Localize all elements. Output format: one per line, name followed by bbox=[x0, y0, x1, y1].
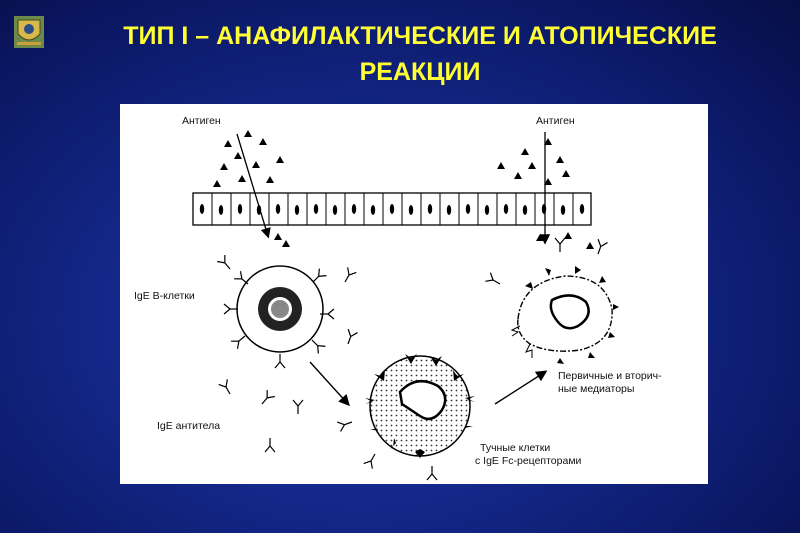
label-mast-cells-line2: с IgE Fc-рецепторами bbox=[475, 455, 582, 467]
slide-title: ТИП I – АНАФИЛАКТИЧЕСКИЕ И АТОПИЧЕСКИЕ Р… bbox=[60, 18, 780, 90]
emblem-logo-icon bbox=[14, 16, 44, 48]
antigen-particles-left bbox=[213, 130, 284, 187]
arrow-bcell-to-mast bbox=[309, 361, 350, 407]
label-antigen-right: Антиген bbox=[536, 115, 575, 127]
arrow-antigen-left bbox=[236, 133, 271, 239]
label-antigen-left: Антиген bbox=[182, 115, 221, 127]
label-mediators-line2: ные медиаторы bbox=[558, 383, 635, 395]
antigen-particles-right bbox=[497, 138, 570, 185]
b-cell bbox=[236, 265, 324, 353]
mast-cell-receptors bbox=[365, 354, 475, 458]
mast-cell bbox=[369, 355, 471, 457]
degranulating-mast-cell bbox=[510, 275, 613, 358]
diagram-panel: Антиген Антиген IgE B-клетки IgE антител… bbox=[120, 104, 708, 484]
free-ige-antibodies bbox=[218, 378, 304, 453]
slide-title-line1: ТИП I – АНАФИЛАКТИЧЕСКИЕ И АТОПИЧЕСКИЕ bbox=[123, 22, 717, 50]
degranulating-cell-receptors bbox=[525, 266, 619, 364]
label-ige-b-cells: IgE B-клетки bbox=[134, 290, 195, 302]
label-ige-antibodies: IgE антитела bbox=[157, 420, 221, 432]
allergy-diagram bbox=[192, 130, 619, 481]
label-mast-cells-line1: Тучные клетки bbox=[480, 442, 551, 454]
label-mediators-line1: Первичные и вторич- bbox=[558, 370, 662, 382]
slide-title-line2: РЕАКЦИИ bbox=[359, 58, 481, 86]
epithelium-layer bbox=[192, 192, 592, 226]
arrow-mast-to-degranulation bbox=[494, 370, 548, 405]
